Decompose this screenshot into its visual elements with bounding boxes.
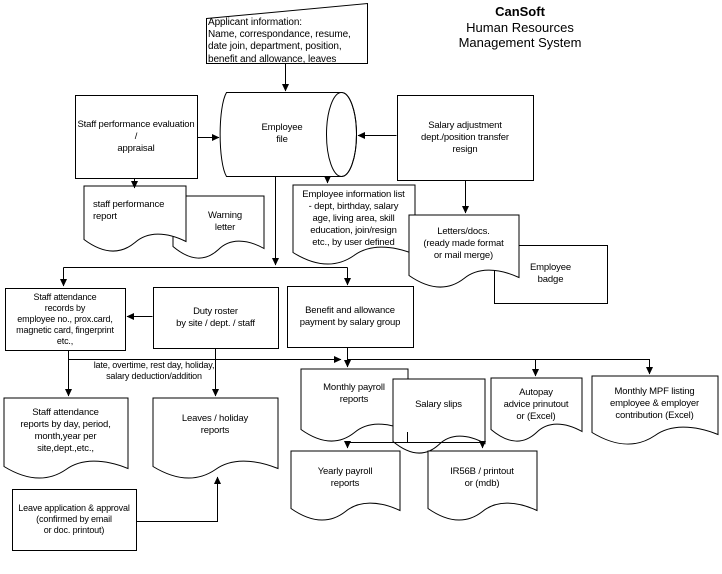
node-staff-attendance-records: Staff attendance records by employee no.… <box>16 291 114 346</box>
yearly-payroll-reports-shape <box>290 450 401 521</box>
edge-bus2-to-mpf <box>347 359 653 375</box>
ir56b-shape <box>427 450 538 521</box>
node-salary-slips: Salary slips <box>415 399 462 410</box>
staff-attendance-reports-shape <box>3 397 129 479</box>
monthly-mpf-listing-shape <box>591 375 719 445</box>
duty-roster-shape <box>153 287 279 349</box>
node-staff-attendance-reports: Staff attendance reports by day, period,… <box>20 407 111 454</box>
node-staff-performance-report: staff performance report <box>93 199 165 222</box>
title-line2: Human Resources <box>466 19 574 35</box>
staff-attendance-records-shape <box>5 288 126 351</box>
leaves-holiday-reports-shape <box>152 397 279 479</box>
title-line3: Management System <box>458 35 582 50</box>
autopay-advice-shape <box>490 377 583 442</box>
node-employee-information-list: Employee information list - dept, birthd… <box>302 189 405 248</box>
edge-leave-app-to-leaves <box>136 476 221 522</box>
node-letters-docs: Letters/docs. (ready made format or mail… <box>423 226 504 261</box>
node-salary-adjustment: Salary adjustment dept./position transfe… <box>421 119 509 155</box>
connectors <box>60 63 653 522</box>
benefit-allowance-shape <box>287 286 414 348</box>
applicant-information-shape <box>206 2 368 64</box>
employee-file-cylinder-rim <box>326 92 357 177</box>
node-warning-letter: Warning letter <box>208 210 242 233</box>
node-benefit-allowance: Benefit and allowance payment by salary … <box>299 304 401 328</box>
warning-letter-shape <box>172 195 265 259</box>
node-leaves-holiday-reports: Leaves / holiday reports <box>181 413 249 436</box>
product-name: CanSoft <box>495 4 545 19</box>
salary-adjustment-shape <box>397 95 534 181</box>
node-autopay-advice: Autopay advice prinutout or (Excel) <box>503 387 569 422</box>
node-ir56b: IR56B / printout or (mdb) <box>450 466 514 489</box>
staff-performance-evaluation-shape <box>75 95 198 179</box>
node-yearly-payroll-reports: Yearly payroll reports <box>317 466 373 489</box>
employee-information-list-shape <box>292 184 416 265</box>
node-monthly-mpf-listing: Monthly MPF listing employee & employer … <box>609 386 700 421</box>
node-staff-performance-evaluation: Staff performance evaluation / appraisal <box>77 118 195 154</box>
node-leave-application: Leave application & approval (confirmed … <box>18 502 130 535</box>
edge-label-attendance-adjustments: late, overtime, rest day, holiday, salar… <box>93 360 215 381</box>
staff-performance-report-shape <box>83 185 187 252</box>
letters-docs-shape <box>408 214 520 288</box>
leave-application-shape <box>12 489 137 551</box>
salary-slips-shape <box>392 378 486 454</box>
node-monthly-payroll-reports: Monthly payroll reports <box>323 382 385 405</box>
node-employee-badge: Employee badge <box>529 262 572 285</box>
node-applicant-information: Applicant information: Name, corresponda… <box>208 17 351 65</box>
app-title: CanSoft Human Resources Management Syste… <box>420 4 620 51</box>
node-duty-roster: Duty roster by site / dept. / staff <box>176 305 255 329</box>
node-employee-file: Employee file <box>261 122 303 145</box>
